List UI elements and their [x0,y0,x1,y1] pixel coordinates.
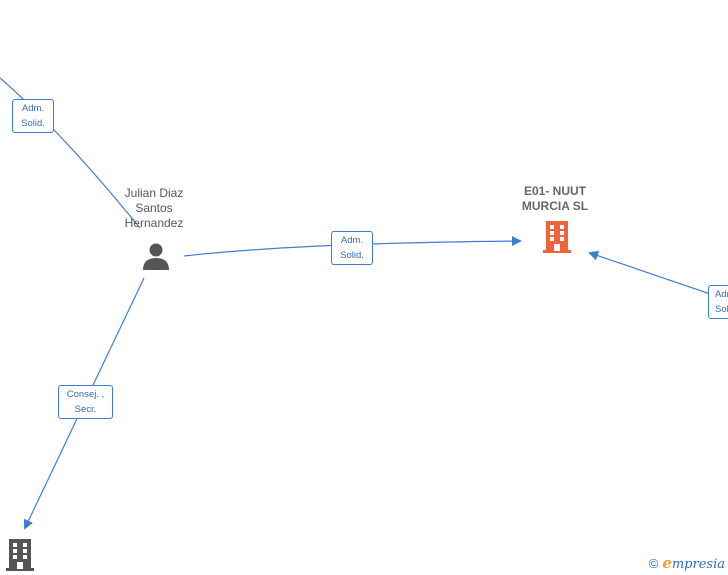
edge-right-to-company [588,250,728,301]
person-name-line: Santos [135,201,173,215]
building-icon[interactable] [5,537,35,571]
company-main-name[interactable]: E01- NUUT MURCIA SL [500,184,610,214]
company-name-line: MURCIA SL [521,199,589,213]
edge-label-line: Solid. [21,118,45,129]
building-icon[interactable] [541,219,573,254]
edge-top-left [0,77,141,229]
edge-label-line: Adm. [715,289,728,300]
person-name[interactable]: Julian Diaz Santos Hernandez [104,186,204,231]
brand-logo: empresia [662,554,725,572]
edge-label-line: Adm. [340,235,364,246]
edge-label-line: Solid. [715,304,728,315]
edge-label-right-to-company[interactable]: Adm. Solid. [708,285,728,319]
copyright-icon: © [648,555,659,571]
person-name-line: Julian Diaz [124,186,184,200]
edge-label-line: Adm. [21,103,45,114]
company-name-line: E01- NUUT [523,184,586,198]
edge-label-line: Consej. , [66,389,105,400]
edge-label-line: Solid. [340,250,364,261]
edge-label-line: Secr. [74,404,97,415]
footer-watermark: © empresia [649,554,725,572]
brand-logo-initial: e [662,554,672,572]
person-name-line: Hernandez [124,216,184,230]
edge-label-top-left[interactable]: Adm. Solid. [12,99,54,133]
edge-label-person-to-company[interactable]: Adm. Solid. [331,231,373,265]
brand-logo-rest: mpresia [671,557,725,572]
edge-label-person-to-bottom[interactable]: Consej. , Secr. [58,385,113,419]
edge-person-to-company [183,236,522,257]
person-icon[interactable] [141,241,171,271]
